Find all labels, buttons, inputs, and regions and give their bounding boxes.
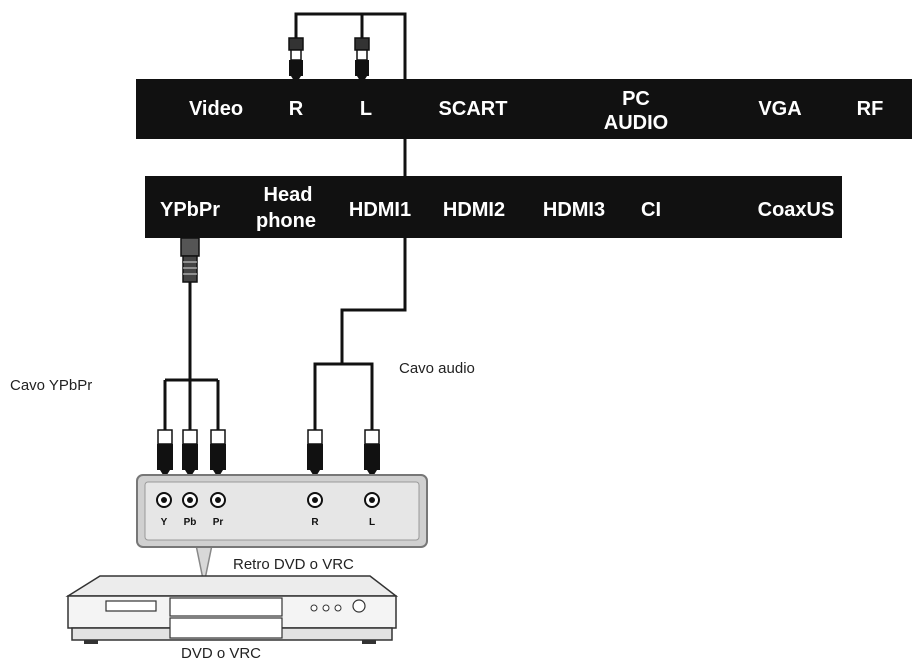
port-headphone-line2: phone — [256, 210, 316, 232]
lower-plug-pr — [210, 429, 226, 478]
port-coaxus: CoaxUS — [757, 199, 835, 221]
port-pb-jack — [182, 492, 198, 508]
port-label-pb: Pb — [184, 517, 197, 528]
port-l-jack — [364, 492, 380, 508]
lower-plug-pb — [182, 429, 198, 478]
ypbpr-cable — [163, 280, 220, 430]
top-rca-plug-l — [354, 37, 370, 84]
port-ci: CI — [641, 199, 661, 221]
port-pr-jack — [210, 492, 226, 508]
port-pc-line2: AUDIO — [603, 112, 669, 134]
port-rf: RF — [856, 98, 884, 120]
caption-audio-cable: Cavo audio — [399, 360, 475, 377]
port-audio-l: L — [359, 98, 373, 120]
caption-ypbpr-cable: Cavo YPbPr — [10, 377, 93, 394]
lower-plug-y — [157, 429, 173, 478]
dvd-player — [65, 575, 399, 644]
port-r-jack — [307, 492, 323, 508]
port-label-pr: Pr — [213, 517, 224, 528]
port-y-jack — [156, 492, 172, 508]
port-hdmi1: HDMI1 — [348, 199, 412, 221]
port-ypbpr: YPbPr — [159, 199, 221, 221]
caption-device-back: Retro DVD o VRC — [233, 556, 354, 573]
port-video: Video — [188, 98, 244, 120]
port-label-r: R — [311, 517, 319, 528]
device-back-panel: Y Pb Pr R L — [136, 474, 428, 585]
port-hdmi2: HDMI2 — [442, 199, 506, 221]
tv-panel-bottom — [145, 176, 842, 238]
port-label-l: L — [369, 517, 375, 528]
lower-plug-audio-r — [307, 429, 323, 478]
port-scart: SCART — [438, 98, 508, 120]
top-rca-plug-r — [288, 37, 304, 84]
port-audio-r: R — [288, 98, 304, 120]
port-vga: VGA — [758, 98, 802, 120]
ypbpr-top-plug — [180, 231, 200, 283]
lower-plug-audio-l — [364, 429, 380, 478]
port-label-y: Y — [161, 517, 168, 528]
tv-panel-top — [136, 79, 912, 139]
top-rca-cable — [294, 12, 407, 80]
caption-device-front: DVD o VRC — [181, 645, 262, 662]
port-hdmi3: HDMI3 — [542, 199, 606, 221]
audio-cable — [313, 138, 407, 430]
port-pc-line1: PC — [622, 88, 650, 110]
port-headphone-line1: Head — [263, 184, 313, 206]
